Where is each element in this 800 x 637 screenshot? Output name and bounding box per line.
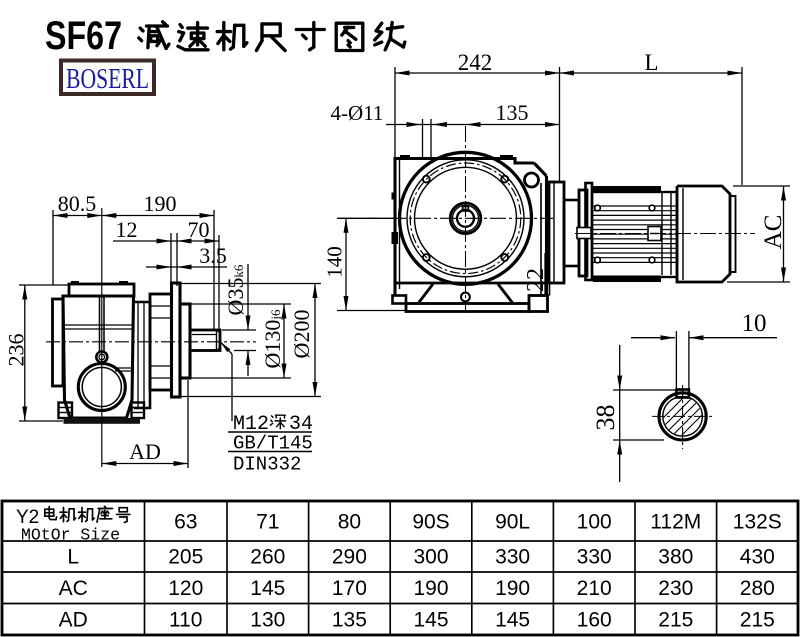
svg-text:145: 145 <box>250 577 285 600</box>
svg-text:Ø130j6: Ø130j6 <box>260 309 285 369</box>
svg-text:Ø35k6: Ø35k6 <box>223 264 248 315</box>
svg-text:22: 22 <box>523 268 549 292</box>
svg-text:38: 38 <box>591 405 620 431</box>
svg-text:135: 135 <box>496 100 529 125</box>
svg-text:34: 34 <box>289 413 313 436</box>
svg-text:MOtOr Size: MOtOr Size <box>21 526 120 545</box>
svg-text:80: 80 <box>338 511 361 534</box>
svg-text:290: 290 <box>332 546 367 569</box>
svg-text:210: 210 <box>577 577 612 600</box>
svg-text:10: 10 <box>742 310 767 337</box>
svg-text:300: 300 <box>413 546 448 569</box>
svg-text:380: 380 <box>658 546 693 569</box>
svg-text:160: 160 <box>577 609 612 632</box>
svg-text:AD: AD <box>129 439 161 464</box>
svg-text:AC: AC <box>59 577 88 600</box>
svg-text:70: 70 <box>188 217 210 242</box>
svg-text:236: 236 <box>4 334 29 367</box>
svg-text:90S: 90S <box>412 511 449 534</box>
svg-text:145: 145 <box>495 609 530 632</box>
svg-text:190: 190 <box>144 191 177 216</box>
svg-text:215: 215 <box>740 609 775 632</box>
svg-text:M12: M12 <box>233 413 269 436</box>
svg-text:190: 190 <box>495 577 530 600</box>
svg-text:L: L <box>67 546 79 569</box>
svg-text:63: 63 <box>174 511 197 534</box>
svg-text:80.5: 80.5 <box>58 191 97 216</box>
svg-text:135: 135 <box>332 609 367 632</box>
svg-text:SF67: SF67 <box>45 14 122 58</box>
svg-text:330: 330 <box>495 546 530 569</box>
svg-text:260: 260 <box>250 546 285 569</box>
svg-text:AD: AD <box>59 609 88 632</box>
svg-text:215: 215 <box>658 609 693 632</box>
svg-text:90L: 90L <box>495 511 530 534</box>
svg-text:120: 120 <box>168 577 203 600</box>
svg-text:4-Ø11: 4-Ø11 <box>331 101 384 125</box>
svg-text:205: 205 <box>168 546 203 569</box>
svg-text:280: 280 <box>740 577 775 600</box>
svg-text:230: 230 <box>658 577 693 600</box>
svg-text:145: 145 <box>413 609 448 632</box>
svg-text:100: 100 <box>577 511 612 534</box>
svg-text:170: 170 <box>332 577 367 600</box>
svg-text:132S: 132S <box>733 511 782 534</box>
svg-text:112M: 112M <box>650 511 701 534</box>
svg-text:430: 430 <box>740 546 775 569</box>
svg-text:DIN332: DIN332 <box>233 454 301 476</box>
svg-text:242: 242 <box>458 50 493 75</box>
svg-text:3.5: 3.5 <box>199 243 227 268</box>
svg-text:140: 140 <box>323 246 347 278</box>
svg-text:Y2: Y2 <box>16 507 39 528</box>
svg-text:130: 130 <box>250 609 285 632</box>
svg-text:12: 12 <box>116 217 138 242</box>
svg-text:190: 190 <box>413 577 448 600</box>
svg-text:AC: AC <box>760 215 787 250</box>
svg-text:330: 330 <box>577 546 612 569</box>
svg-text:GB/T145: GB/T145 <box>233 433 313 455</box>
svg-text:Ø200: Ø200 <box>289 310 314 359</box>
svg-text:L: L <box>644 50 658 75</box>
svg-text:110: 110 <box>169 609 202 632</box>
svg-text:71: 71 <box>256 511 279 534</box>
svg-text:BOSERL: BOSERL <box>66 63 149 95</box>
